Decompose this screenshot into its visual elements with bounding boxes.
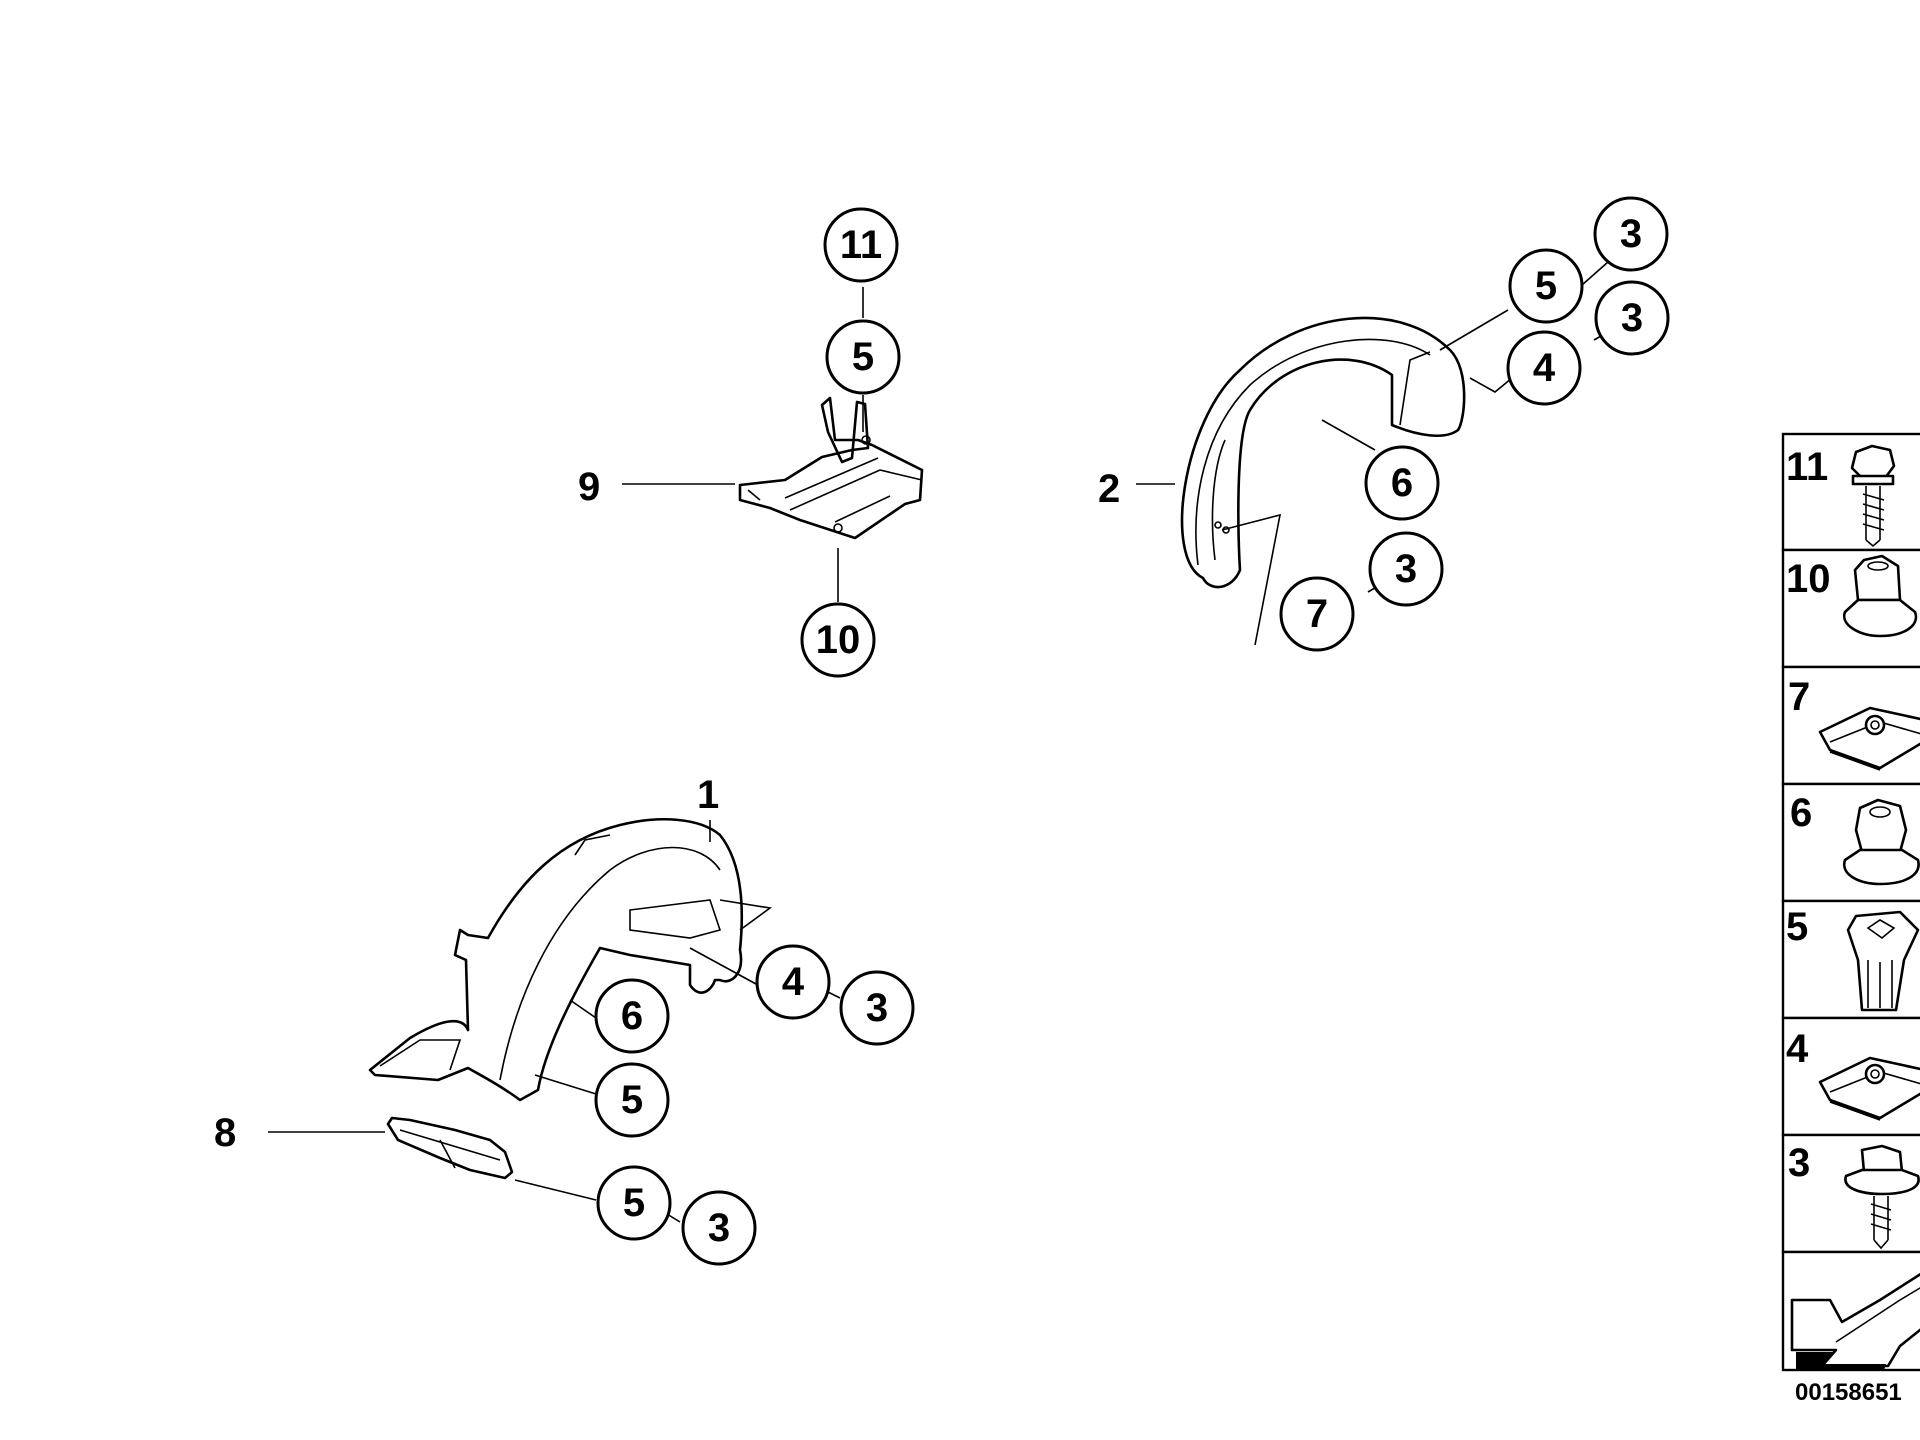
callout-7-rear: 7 xyxy=(1279,576,1355,652)
callout-5-front: 5 xyxy=(594,1062,670,1138)
legend-num-7: 7 xyxy=(1788,675,1810,719)
callout-5-bracket: 5 xyxy=(825,319,901,395)
svg-text:3: 3 xyxy=(708,1206,730,1250)
part-label-9: 9 xyxy=(578,465,600,509)
callout-10: 10 xyxy=(800,602,876,678)
callout-3-front-a: 3 xyxy=(839,970,915,1046)
legend-num-4: 4 xyxy=(1786,1027,1809,1071)
svg-text:4: 4 xyxy=(1533,346,1556,390)
collar-nut-icon xyxy=(1842,554,1918,638)
rear-wheel-arch-liner-part-2 xyxy=(1180,316,1466,646)
clip-nut-icon xyxy=(1818,1056,1920,1121)
legend-num-5: 5 xyxy=(1786,905,1808,949)
legend-num-11: 11 xyxy=(1786,445,1828,489)
svg-text:7: 7 xyxy=(1306,592,1328,636)
svg-text:3: 3 xyxy=(1621,296,1643,340)
svg-text:3: 3 xyxy=(1620,212,1642,256)
callout-6-front: 6 xyxy=(594,978,670,1054)
hex-bolt-icon xyxy=(1850,444,1896,548)
svg-text:6: 6 xyxy=(621,994,643,1038)
svg-text:5: 5 xyxy=(621,1078,643,1122)
hex-flange-nut-icon xyxy=(1842,798,1920,886)
fastener-legend: 11 10 7 6 5 4 3 xyxy=(1781,432,1920,1372)
direction-arrow-icon xyxy=(1790,1272,1920,1370)
callout-5-rear: 5 xyxy=(1508,248,1584,324)
callout-4-front: 4 xyxy=(755,944,831,1020)
callout-3-front-b: 3 xyxy=(681,1190,757,1266)
svg-text:10: 10 xyxy=(816,618,861,662)
svg-text:3: 3 xyxy=(866,986,888,1030)
svg-text:11: 11 xyxy=(840,223,882,267)
legend-num-6: 6 xyxy=(1790,791,1812,835)
legend-num-3: 3 xyxy=(1788,1141,1810,1185)
part-label-8: 8 xyxy=(214,1111,236,1155)
callout-3-rear-b: 3 xyxy=(1594,280,1670,356)
callout-6-rear: 6 xyxy=(1364,445,1440,521)
svg-text:3: 3 xyxy=(1395,547,1417,591)
svg-text:5: 5 xyxy=(1535,264,1557,308)
callout-3-rear-a: 3 xyxy=(1593,196,1669,272)
callout-3-rear-c: 3 xyxy=(1368,531,1444,607)
callout-11: 11 xyxy=(823,207,899,283)
svg-text:5: 5 xyxy=(852,335,874,379)
bracket-part-9 xyxy=(738,396,924,540)
trim-part-8 xyxy=(386,1116,514,1180)
legend-num-10: 10 xyxy=(1786,557,1831,601)
washer-screw-icon xyxy=(1844,1144,1920,1250)
part-label-2: 2 xyxy=(1098,467,1120,511)
clip-nut-icon xyxy=(1818,706,1920,771)
expanding-nut-icon xyxy=(1846,910,1920,1012)
callout-4-rear: 4 xyxy=(1506,330,1582,406)
front-wheel-arch-liner-part-1 xyxy=(368,817,773,1102)
callout-5-front-b: 5 xyxy=(596,1165,672,1241)
svg-text:4: 4 xyxy=(782,960,805,1004)
part-label-1: 1 xyxy=(697,773,719,817)
svg-text:6: 6 xyxy=(1391,461,1413,505)
svg-text:5: 5 xyxy=(623,1181,645,1225)
document-id: 00158651 xyxy=(1795,1379,1902,1406)
